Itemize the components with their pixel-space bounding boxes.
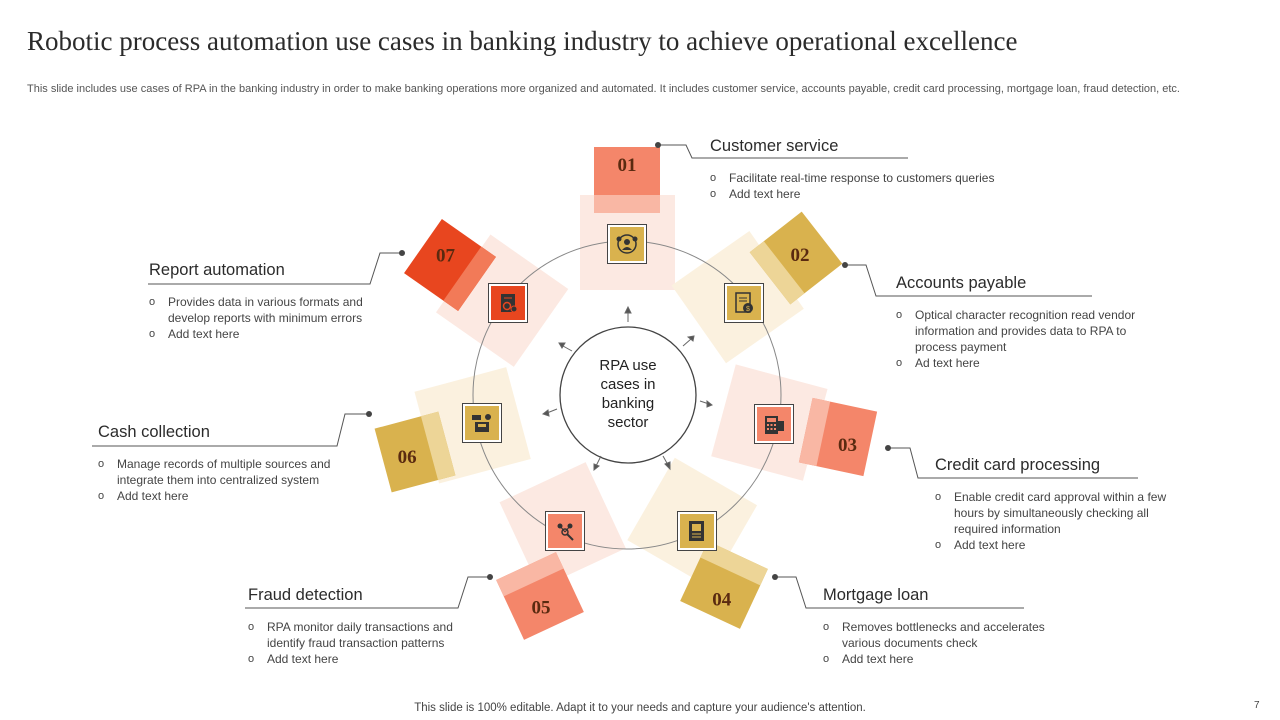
report-gear-icon xyxy=(488,283,528,323)
tile-03: 03 xyxy=(798,397,878,477)
case-title: Mortgage loan xyxy=(823,586,929,604)
invoice-payment-icon: $ xyxy=(724,283,764,323)
case-bullet: Add text here xyxy=(823,651,1073,667)
slide-title: Robotic process automation use cases in … xyxy=(27,26,1018,56)
tile-number-02: 02 xyxy=(790,245,809,266)
case-bullet: Enable credit card approval within a few… xyxy=(935,489,1180,537)
case-title: Cash collection xyxy=(98,423,210,441)
page-number: 7 xyxy=(1254,700,1260,711)
tile-number-03: 03 xyxy=(838,435,857,456)
case-cash-collection: Cash collection Manage records of multip… xyxy=(98,423,360,504)
tile-06: 06 xyxy=(374,411,456,493)
case-mortgage-loan: Mortgage loan Removes bottlenecks and ac… xyxy=(823,586,1073,667)
customer-support-icon xyxy=(607,224,647,264)
case-title: Report automation xyxy=(149,261,285,279)
case-fraud-detection: Fraud detection RPA monitor daily transa… xyxy=(248,586,483,667)
callout-lines xyxy=(92,144,1138,609)
case-title: Customer service xyxy=(710,137,839,155)
loan-document-icon xyxy=(677,511,717,551)
case-bullet: Add text here xyxy=(935,537,1180,553)
tile-number-07: 07 xyxy=(436,246,456,267)
cash-register-icon xyxy=(462,403,502,443)
tile-number-06: 06 xyxy=(398,447,417,468)
case-bullet: Add text here xyxy=(248,651,483,667)
case-title: Accounts payable xyxy=(896,274,1027,292)
case-bullet: Removes bottlenecks and accelerates vari… xyxy=(823,619,1073,651)
case-title: Credit card processing xyxy=(935,456,1101,474)
center-label: RPA use cases in banking sector xyxy=(569,356,687,432)
slide-description: This slide includes use cases of RPA in … xyxy=(27,83,1180,95)
center-line-4: sector xyxy=(607,414,649,431)
tile-01: 01 xyxy=(594,147,660,213)
case-bullet: Optical character recognition read vendo… xyxy=(896,307,1158,355)
card-terminal-icon xyxy=(754,404,794,444)
callout-dots xyxy=(366,142,891,580)
tile-number-04: 04 xyxy=(712,589,732,610)
svg-text:$: $ xyxy=(746,306,750,313)
center-circle xyxy=(559,326,697,464)
tile-07: 07 xyxy=(404,219,496,311)
center-arrows xyxy=(541,305,713,472)
tile-05: 05 xyxy=(496,552,584,640)
center-line-1: RPA use xyxy=(599,357,657,374)
tile-number-05: 05 xyxy=(532,598,551,619)
case-bullet: Provides data in various formats and dev… xyxy=(149,294,389,326)
case-bullet: Ad text here xyxy=(896,355,1158,371)
center-line-2: cases in xyxy=(600,376,656,393)
case-bullet: Add text here xyxy=(149,326,389,342)
case-bullet: Manage records of multiple sources and i… xyxy=(98,456,360,488)
tile-04: 04 xyxy=(680,541,768,629)
case-credit-card-processing: Credit card processing Enable credit car… xyxy=(935,456,1180,553)
tile-number-01: 01 xyxy=(618,155,637,176)
case-accounts-payable: Accounts payable Optical character recog… xyxy=(896,274,1158,371)
tile-02: 02 xyxy=(749,211,843,305)
center-line-3: banking xyxy=(601,395,655,412)
fraud-network-icon xyxy=(545,511,585,551)
case-report-automation: Report automation Provides data in vario… xyxy=(149,261,389,342)
case-customer-service: Customer service Facilitate real-time re… xyxy=(710,137,1040,202)
case-title: Fraud detection xyxy=(248,586,363,604)
case-bullet: RPA monitor daily transactions and ident… xyxy=(248,619,483,651)
case-bullet: Add text here xyxy=(710,186,1040,202)
case-bullet: Facilitate real-time response to custome… xyxy=(710,170,1040,186)
case-bullet: Add text here xyxy=(98,488,360,504)
footer-note: This slide is 100% editable. Adapt it to… xyxy=(414,702,866,714)
